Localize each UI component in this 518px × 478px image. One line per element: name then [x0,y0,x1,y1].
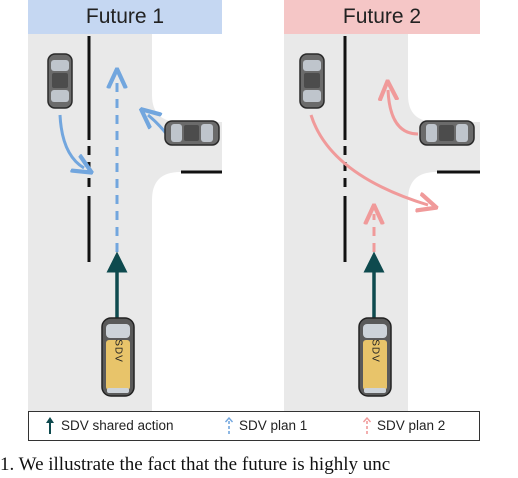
shared-action-arrow-icon [46,417,54,434]
future2-car-top [299,53,325,109]
panel-title-future-1: Future 1 [28,0,222,34]
future1-car-top [47,53,73,109]
future1-car-right [164,120,220,146]
future2-sdv-car: SDV [358,317,392,397]
legend: SDV shared action SDV plan 1 SDV plan 2 [28,411,480,441]
future1-sdv-car: SDV [101,317,135,397]
future1-sdv-label: SDV [113,339,124,363]
future2-sdv-label: SDV [370,339,381,363]
legend-label-plan-1: SDV plan 1 [239,418,308,433]
legend-label-shared-action: SDV shared action [61,418,174,433]
future1-actor-top-path [58,114,84,168]
legend-label-plan-2: SDV plan 2 [377,418,446,433]
panel-title-future-2: Future 2 [284,0,480,34]
plan2-dashed-arrow-icon [362,417,372,434]
future2-actor-top-path [309,114,428,205]
plan1-dashed-arrow-icon [224,417,234,434]
future2-car-right [419,120,475,146]
figure-caption: 1. We illustrate the fact that the futur… [0,454,391,475]
future2-actor-right-path [388,90,419,136]
